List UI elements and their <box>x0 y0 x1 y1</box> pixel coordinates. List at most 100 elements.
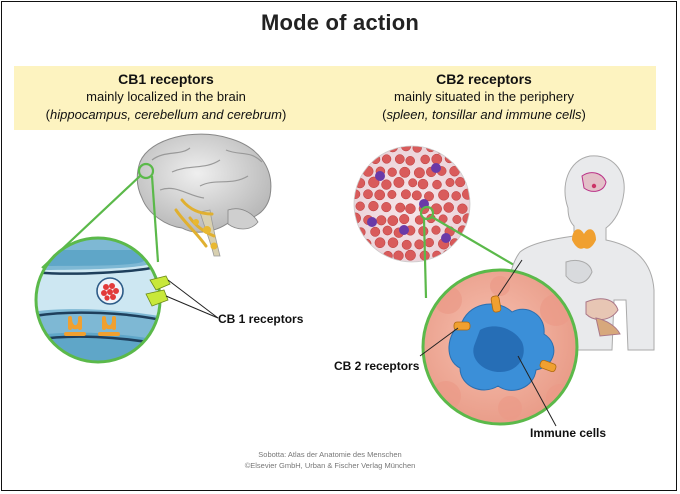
source-credit-line1: Sobotta: Atlas der Anatomie des Menschen <box>258 450 402 459</box>
red-blood-cell <box>463 165 470 177</box>
red-blood-cell <box>374 146 385 154</box>
red-blood-cell <box>455 177 466 188</box>
red-blood-cell <box>354 146 361 153</box>
red-blood-cell <box>376 215 387 226</box>
cb1-heading: CB1 receptors <box>118 71 214 87</box>
red-blood-cell <box>443 202 454 213</box>
figure-title: Mode of action <box>260 10 419 35</box>
red-blood-cell <box>355 227 366 238</box>
red-blood-cell <box>404 249 416 261</box>
red-blood-cell <box>399 166 411 178</box>
red-blood-cell <box>431 225 441 235</box>
red-blood-cell <box>354 166 362 176</box>
red-blood-cell <box>408 178 418 188</box>
red-blood-cell <box>438 189 450 201</box>
red-blood-cell <box>462 213 470 224</box>
red-blood-cell <box>387 215 399 226</box>
blood-smear <box>353 145 480 263</box>
red-blood-cell <box>362 146 373 153</box>
red-blood-cell <box>471 180 480 189</box>
red-blood-cell <box>357 154 367 164</box>
white-blood-cell <box>375 171 385 181</box>
red-blood-cell <box>417 178 429 190</box>
cb1-detail: hippocampus, cerebellum and cerebrum <box>50 107 282 122</box>
cb2-heading: CB2 receptors <box>436 71 532 87</box>
immune-cells-label: Immune cells <box>530 426 607 440</box>
red-blood-cell <box>462 188 470 200</box>
red-blood-cell <box>470 203 480 213</box>
cb2-detail-line: (spleen, tonsillar and immune cells) <box>382 107 586 122</box>
red-blood-cell <box>411 190 422 201</box>
red-blood-cell <box>449 165 460 177</box>
cb2-receptor-markers <box>453 295 557 373</box>
cell-zoom-ring <box>421 268 579 426</box>
red-blood-cell <box>405 203 416 214</box>
white-blood-cell <box>399 225 409 235</box>
red-blood-cell <box>399 214 410 225</box>
red-blood-cell <box>354 238 360 250</box>
red-blood-cell <box>461 146 470 153</box>
cb1-leader-lines <box>165 279 219 319</box>
red-blood-cell <box>412 146 422 153</box>
red-blood-cell <box>381 154 392 164</box>
red-blood-cell <box>457 251 468 262</box>
red-blood-cell <box>413 167 425 179</box>
red-blood-cell <box>452 215 462 224</box>
red-blood-cell <box>382 225 393 236</box>
cb2-receptors-label: CB 2 receptors <box>334 359 420 373</box>
red-blood-cell <box>400 189 411 200</box>
red-blood-cell <box>445 178 455 187</box>
source-credit-line2: ©Elsevier GmbH, Urban & Fischer Verlag M… <box>244 461 416 470</box>
red-blood-cell <box>383 250 393 261</box>
red-blood-cell <box>357 251 368 261</box>
orange-receptors <box>64 316 120 336</box>
red-blood-cell <box>368 200 379 212</box>
red-blood-cell <box>381 179 392 190</box>
cb1-receptors-label: CB 1 receptors <box>218 312 304 326</box>
red-blood-cell <box>414 239 425 250</box>
cb1-header: CB1 receptors mainly localized in the br… <box>6 70 326 124</box>
red-blood-cell <box>393 176 405 188</box>
red-blood-cell <box>374 189 386 201</box>
cb1-detail-line: (hippocampus, cerebellum and cerebrum) <box>45 107 287 122</box>
immune-cell-zoom <box>423 270 577 424</box>
synapse-zoom <box>34 236 171 364</box>
red-blood-cell <box>436 146 448 155</box>
cb2-leader-lines <box>419 259 557 427</box>
red-blood-cell <box>471 251 480 260</box>
red-blood-cell <box>401 239 412 250</box>
red-blood-cell <box>387 167 397 177</box>
white-blood-cell <box>441 233 451 243</box>
red-blood-cell <box>442 249 454 261</box>
red-blood-cell <box>457 203 468 214</box>
red-blood-cell <box>355 201 365 211</box>
cb1-receptor-markers <box>145 275 171 307</box>
cb2-detail: spleen, tonsillar and immune cells <box>386 107 582 122</box>
brain-illustration <box>136 133 272 257</box>
red-blood-cell <box>405 156 415 166</box>
red-blood-cell <box>468 226 470 236</box>
red-blood-cell <box>370 226 381 237</box>
red-blood-cell <box>395 202 406 213</box>
red-blood-cell <box>424 237 434 248</box>
white-blood-cell <box>431 163 441 173</box>
red-blood-cell <box>424 191 434 202</box>
cb2-header: CB2 receptors mainly situated in the per… <box>324 70 644 124</box>
red-blood-cell <box>387 237 399 248</box>
header-banner <box>14 66 656 130</box>
red-blood-cell <box>432 179 442 190</box>
white-blood-cell <box>367 217 377 227</box>
red-blood-cell <box>368 176 380 188</box>
red-blood-cell <box>394 154 405 164</box>
red-blood-cell <box>448 146 460 153</box>
red-blood-cell <box>381 202 392 213</box>
red-blood-cell <box>431 153 443 165</box>
red-blood-cell <box>456 153 466 163</box>
cb2-subtitle: mainly situated in the periphery <box>394 89 574 104</box>
red-blood-cell <box>451 191 461 201</box>
red-blood-cell <box>420 154 430 165</box>
red-blood-cell <box>468 154 470 166</box>
red-blood-cell <box>387 190 397 199</box>
cb1-subtitle: mainly localized in the brain <box>86 89 246 104</box>
